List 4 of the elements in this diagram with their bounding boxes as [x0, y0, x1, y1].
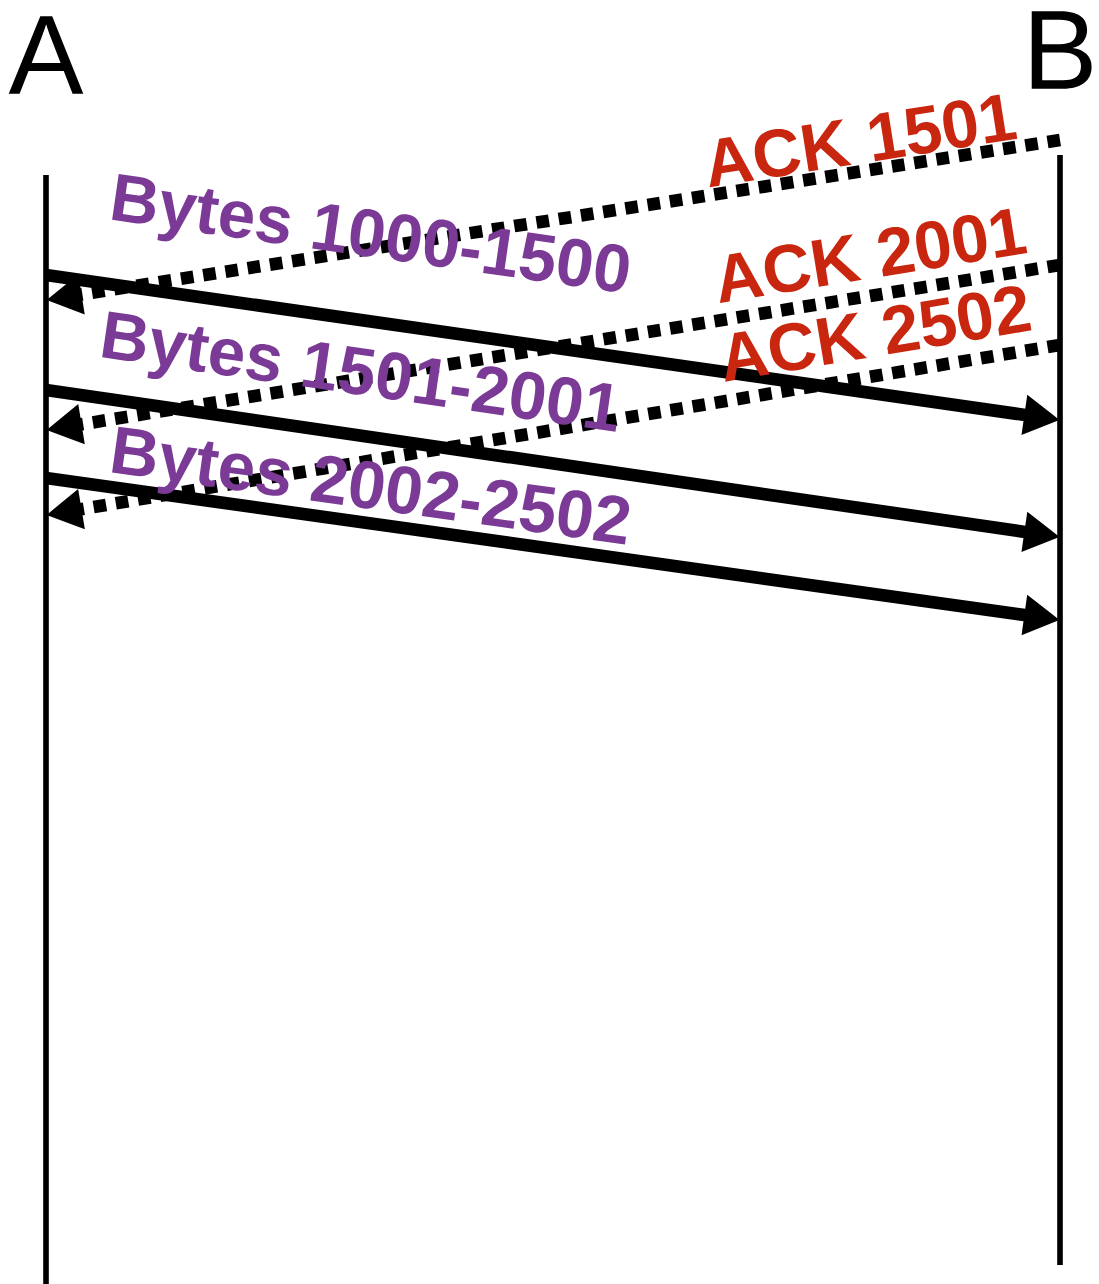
participant-label: A	[8, 16, 84, 94]
edge-label: Bytes 1000-1500	[112, 173, 629, 292]
participant-label: B	[1031, 11, 1092, 89]
edge-label: ACK 1501	[709, 94, 1018, 188]
